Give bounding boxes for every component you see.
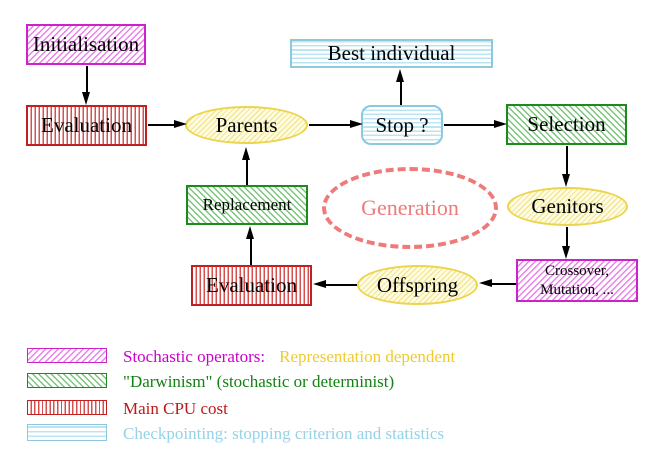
legend-swatch-checkpointing <box>27 424 107 441</box>
crossover-line2: Mutation, ... <box>540 281 614 298</box>
arrow-crossover-offspring-head <box>479 279 492 287</box>
arrow-evaluation-parents-head <box>174 120 187 128</box>
arrow-replacement-parents-line <box>246 159 248 185</box>
arrow-genitors-crossover-line <box>566 227 568 248</box>
legend-label-stochastic-operators-primary: Stochastic operators: <box>123 347 266 366</box>
legend-label-cpu-cost: Main CPU cost <box>123 399 228 418</box>
node-offspring-label: Offspring <box>376 272 459 297</box>
arrow-offspring-evaluation-line <box>326 284 357 286</box>
arrow-evaluation-replacement-head <box>246 226 254 239</box>
node-genitors: Genitors <box>507 187 628 226</box>
arrow-replacement-parents-head <box>242 147 250 160</box>
node-replacement: Replacement <box>186 185 308 225</box>
crossover-line1: Crossover, <box>545 262 609 279</box>
node-genitors-label: Genitors <box>531 194 604 218</box>
legend-swatch-cpu-cost <box>27 400 107 415</box>
arrow-evaluation-parents-line <box>148 124 174 126</box>
node-evaluation-bottom: Evaluation <box>191 265 312 306</box>
node-best-individual: Best individual <box>290 39 493 68</box>
node-offspring: Offspring <box>357 265 478 305</box>
node-generation: Generation <box>322 167 498 249</box>
node-crossover-mutation: Crossover, Mutation, ... <box>516 259 638 302</box>
node-replacement-label: Replacement <box>202 195 292 214</box>
arrow-parents-stop-head <box>350 120 363 128</box>
legend-swatch-stochastic-operators <box>27 348 107 363</box>
node-selection: Selection <box>506 104 627 145</box>
legend-label-representation-dependent: Representation dependent <box>279 347 456 366</box>
arrow-genitors-crossover-head <box>562 246 570 259</box>
node-initialisation: Initialisation <box>26 24 146 65</box>
node-generation-label: Generation <box>361 195 459 220</box>
arrow-selection-genitors-line <box>566 146 568 175</box>
arrow-evaluation-replacement-line <box>250 238 252 265</box>
legend-label-stochastic-operators: Stochastic operators: Representation depe… <box>123 348 455 365</box>
node-parents-label: Parents <box>215 112 278 137</box>
arrow-offspring-evaluation-head <box>313 280 326 288</box>
arrow-crossover-offspring-line <box>492 283 516 285</box>
node-selection-label: Selection <box>527 112 606 136</box>
node-crossover-mutation-label: Crossover, Mutation, ... <box>540 262 614 300</box>
arrow-stop-selection-line <box>444 124 494 126</box>
legend-label-darwinism: "Darwinism" (stochastic or determinist) <box>123 372 395 391</box>
node-stop-label: Stop ? <box>375 112 429 137</box>
arrow-selection-genitors-head <box>562 174 570 187</box>
arrow-initialisation-evaluation-line <box>86 66 88 94</box>
node-evaluation-top-label: Evaluation <box>41 113 132 137</box>
node-evaluation-top: Evaluation <box>26 105 147 146</box>
node-initialisation-label: Initialisation <box>32 32 140 56</box>
arrow-stop-best-line <box>400 81 402 105</box>
arrow-stop-selection-head <box>494 120 507 128</box>
node-stop: Stop ? <box>361 105 443 145</box>
node-evaluation-bottom-label: Evaluation <box>206 273 297 297</box>
arrow-initialisation-evaluation-head <box>82 92 90 105</box>
node-parents: Parents <box>185 106 308 144</box>
arrow-parents-stop-line <box>309 124 350 126</box>
node-best-individual-label: Best individual <box>327 41 456 65</box>
legend-label-checkpointing: Checkpointing: stopping criterion and st… <box>123 424 445 443</box>
arrow-stop-best-head <box>396 69 404 82</box>
legend-swatch-darwinism <box>27 373 107 388</box>
